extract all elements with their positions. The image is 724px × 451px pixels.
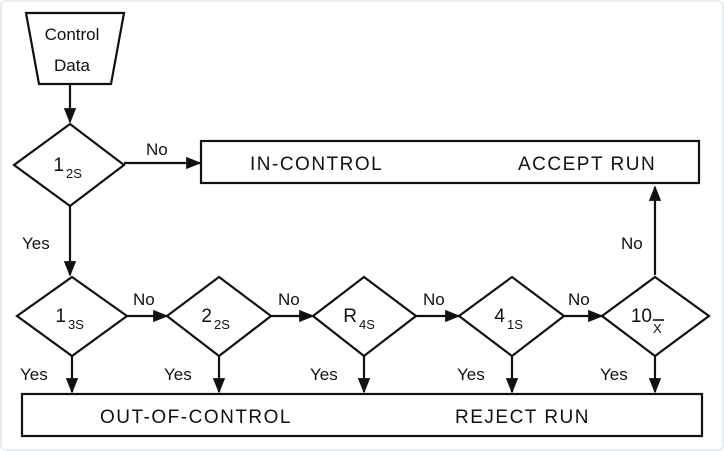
decision-rule-10-xbar: 10 X bbox=[600, 275, 711, 358]
edge-label-no-4: No bbox=[423, 290, 445, 309]
rule-4-1s-main: 4 bbox=[494, 306, 505, 327]
connectors bbox=[63, 84, 662, 394]
rule-4-1s-sub: 1S bbox=[507, 317, 523, 332]
rule-1-2s-sub: 2S bbox=[66, 166, 82, 181]
rule-10-xbar-sub: X bbox=[653, 321, 662, 336]
edge-label-yes-6: Yes bbox=[600, 365, 628, 384]
start-node: Control Data bbox=[24, 11, 126, 86]
rule-1-3s-main: 1 bbox=[55, 306, 66, 327]
in-control-label: IN-CONTROL bbox=[250, 154, 383, 175]
edge-labels: No Yes No No No No No Yes Yes Yes Yes Ye… bbox=[20, 140, 643, 384]
in-control-box: IN-CONTROL ACCEPT RUN bbox=[199, 139, 701, 185]
rule-2-2s-sub: 2S bbox=[214, 317, 230, 332]
rule-2-2s-main: 2 bbox=[201, 306, 212, 327]
decision-rule-4-1s: 4 1S bbox=[457, 275, 566, 358]
edge-label-yes-4: Yes bbox=[310, 365, 338, 384]
out-of-control-box: OUT-OF-CONTROL REJECT RUN bbox=[20, 392, 704, 438]
edge-label-yes-1: Yes bbox=[22, 234, 50, 253]
reject-run-label: REJECT RUN bbox=[455, 407, 590, 428]
edge-label-no-1: No bbox=[146, 140, 168, 159]
edge-label-yes-2: Yes bbox=[20, 365, 48, 384]
decision-rule-1-3s: 1 3S bbox=[15, 275, 129, 358]
edge-label-no-2: No bbox=[133, 290, 155, 309]
edge-label-no-3: No bbox=[278, 290, 300, 309]
start-label-line1: Control bbox=[45, 25, 100, 44]
decision-rule-r-4s: R 4S bbox=[311, 275, 418, 358]
edge-label-yes-3: Yes bbox=[164, 365, 192, 384]
rule-1-2s-main: 1 bbox=[53, 155, 64, 176]
decision-rule-2-2s: 2 2S bbox=[165, 275, 273, 358]
edge-label-no-6: No bbox=[621, 234, 643, 253]
edge-label-no-5: No bbox=[568, 290, 590, 309]
accept-run-label: ACCEPT RUN bbox=[518, 154, 656, 175]
rule-r-4s-main: R bbox=[343, 306, 357, 327]
start-label-line2: Data bbox=[54, 56, 90, 75]
edge-label-yes-5: Yes bbox=[457, 365, 485, 384]
rule-10-xbar-main: 10 bbox=[631, 306, 652, 327]
rule-r-4s-sub: 4S bbox=[359, 317, 375, 332]
out-of-control-label: OUT-OF-CONTROL bbox=[100, 407, 292, 428]
decision-rule-1-2s: 1 2S bbox=[12, 122, 126, 208]
rule-1-3s-sub: 3S bbox=[68, 317, 84, 332]
